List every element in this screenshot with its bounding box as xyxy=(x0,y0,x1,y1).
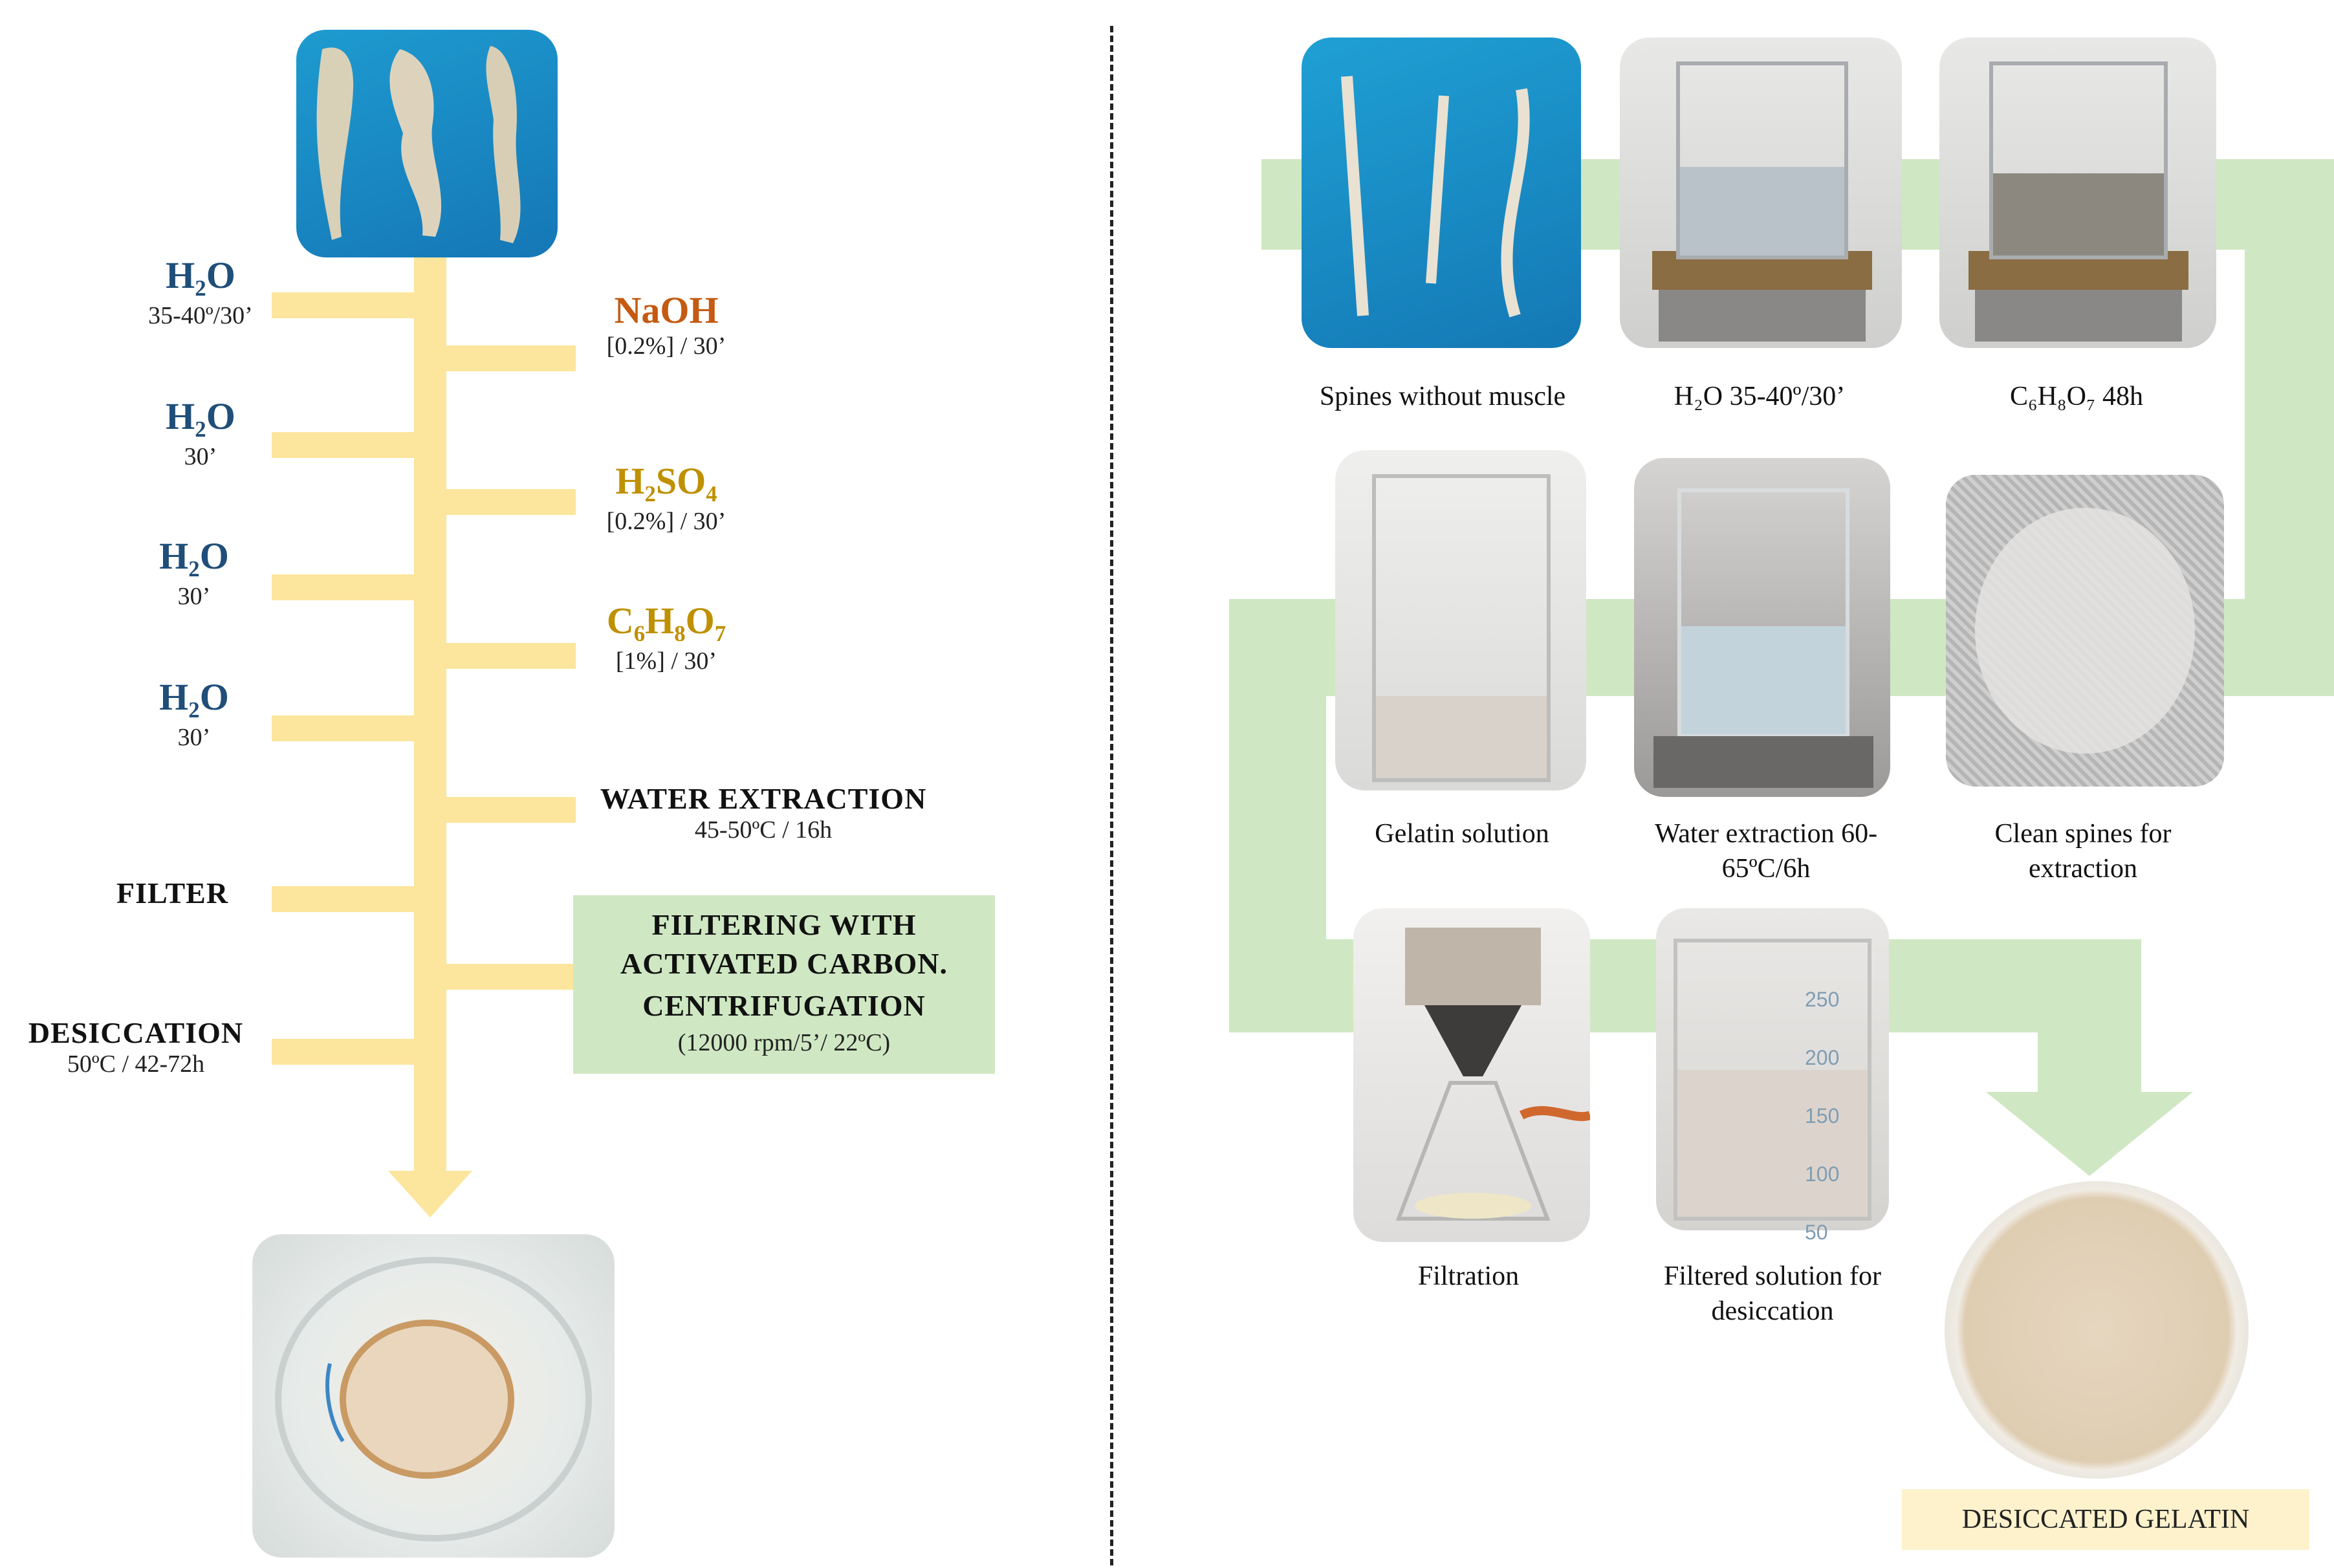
desiccated-gelatin-photo xyxy=(1945,1181,2249,1479)
branch-left-2 xyxy=(272,432,414,458)
water-step-1: H2O 35-40º/30’ xyxy=(148,254,253,330)
caption-clean-spines: Clean spines for extraction xyxy=(1994,819,2172,884)
branch-right-3 xyxy=(446,643,576,669)
dish-photo xyxy=(252,1234,615,1558)
flow-arrow-down-green xyxy=(1986,1092,2193,1176)
filtration-photo xyxy=(1353,908,1590,1242)
beaker-hotplate-photo-1 xyxy=(1620,38,1902,348)
beaker-scale: 250 200 150 100 50 xyxy=(1805,970,1857,1261)
filtered-solution-photo xyxy=(1656,908,1889,1230)
beaker-mark-250: 250 xyxy=(1805,988,1840,1011)
water-extraction-photo xyxy=(1634,458,1890,797)
caption-water-extraction: Water extraction 60- 65ºC/6h xyxy=(1654,819,1878,884)
branch-left-4 xyxy=(272,715,414,741)
branch-right-1 xyxy=(446,345,576,371)
beaker-mark-50: 50 xyxy=(1805,1221,1828,1244)
beaker-mark-150: 150 xyxy=(1805,1104,1840,1127)
panel-divider xyxy=(1110,26,1113,1565)
filter-step: FILTER xyxy=(116,877,229,909)
h2so4-step: H2SO4 [0.2%] / 30’ xyxy=(606,460,726,536)
caption-filtration: Filtration xyxy=(1417,1261,1520,1291)
caption-h2o: H₂O 35-40º/30’ xyxy=(1674,382,1846,411)
citric-acid-step: C6H8O7 [1%] / 30’ xyxy=(606,600,726,675)
water-step-2: H2O 30’ xyxy=(166,395,235,471)
flow-arrow-down xyxy=(388,1171,472,1217)
branch-right-4 xyxy=(446,797,576,823)
naoh-step: NaOH [0.2%] / 30’ xyxy=(606,289,726,360)
branch-left-3 xyxy=(272,574,414,600)
water-step-3: H2O 30’ xyxy=(159,535,229,611)
water-extraction-step: WATER EXTRACTION 45-50ºC / 16h xyxy=(600,782,927,844)
desiccation-step: DESICCATION 50ºC / 42-72h xyxy=(28,1016,244,1078)
water-step-4: H2O 30’ xyxy=(159,676,229,752)
branch-left-5 xyxy=(272,886,414,912)
spines-photo xyxy=(1302,38,1581,348)
beaker-hotplate-photo-2 xyxy=(1939,38,2216,348)
flow-down-stem xyxy=(2038,939,2141,1094)
desiccated-gelatin-label: DESICCATED GELATIN xyxy=(1902,1489,2309,1550)
beaker-mark-100: 100 xyxy=(1805,1162,1840,1186)
branch-right-2 xyxy=(446,489,576,515)
fish-fillet-photo xyxy=(296,30,558,257)
caption-filtered-solution: Filtered solution for desiccation xyxy=(1664,1261,1881,1326)
branch-left-1 xyxy=(272,292,414,318)
clean-spines-photo xyxy=(1946,475,2224,787)
main-flow-line xyxy=(414,257,446,1176)
branch-right-5 xyxy=(446,964,576,990)
filtering-box: FILTERING WITH ACTIVATED CARBON. CENTRIF… xyxy=(573,895,995,1074)
beaker-mark-200: 200 xyxy=(1805,1046,1840,1069)
branch-left-6 xyxy=(272,1039,414,1065)
caption-spines: Spines without muscle xyxy=(1319,382,1566,411)
caption-citric: C₆H₈O₇ 48h xyxy=(2009,382,2144,411)
caption-gelatin-solution: Gelatin solution xyxy=(1375,819,1549,849)
gelatin-solution-photo xyxy=(1335,450,1586,790)
